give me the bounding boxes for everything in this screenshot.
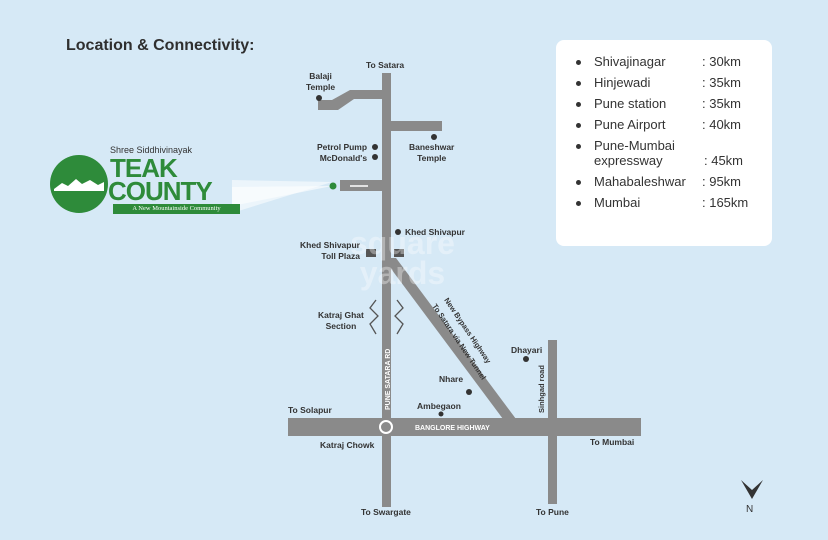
balaji-branch-road [318, 90, 384, 110]
ghat-zigzag [369, 299, 379, 335]
label-katraj-ghat: Katraj Ghat Section [318, 310, 364, 331]
north-arrow-icon [741, 480, 763, 499]
pune-satara-road [382, 73, 391, 507]
toll-plaza-marker [366, 249, 376, 257]
petrol-pump-dot [372, 144, 378, 150]
logo-name-line1: TEAK [110, 153, 178, 183]
logo-name-line2: COUNTY [108, 176, 213, 206]
dhayari-dot [523, 356, 529, 362]
pune-satara-road-label: PUNE SATARA RD [385, 349, 392, 410]
watermark: square yards [350, 225, 455, 291]
katraj-chowk-circle [379, 420, 393, 434]
khed-shivapur-dot [395, 229, 401, 235]
sinhgad-road-label: Sinhgad road [537, 365, 546, 413]
label-to-pune: To Pune [536, 507, 569, 517]
baneshwar-branch-road [390, 121, 442, 131]
list-item: Pune station: 35km [576, 96, 772, 111]
north-label: N [746, 504, 754, 515]
label-khed-shivapur: Khed Shivapur [405, 227, 465, 237]
logo-tagline: A New Mountainside Community [113, 204, 240, 214]
baneshwar-temple-dot [431, 134, 437, 140]
label-katraj-chowk: Katraj Chowk [320, 440, 375, 450]
label-baneshwar-temple: Baneshwar Temple [409, 142, 455, 163]
label-petrol-pump: Petrol Pump McDonald's [317, 142, 368, 163]
distances-list: Shivajinagar: 30km Hinjewadi: 35km Pune … [556, 40, 772, 210]
developer-name: Shree Siddhivinayak [110, 145, 193, 155]
teak-county-logo-icon [50, 155, 108, 213]
page-title: Location & Connectivity: [66, 37, 255, 54]
list-item: Mahabaleshwar: 95km [576, 174, 772, 189]
label-toll-plaza: Khed Shivapur Toll Plaza [300, 240, 360, 261]
label-to-satara: To Satara [366, 60, 405, 70]
list-item: Mumbai: 165km [576, 195, 772, 210]
nhare-dot [466, 389, 472, 395]
list-item: Pune-Mumbai expressway: 45km [576, 138, 772, 168]
label-balaji-temple: Balaji Temple [306, 71, 336, 92]
label-to-solapur: To Solapur [288, 405, 332, 415]
label-dhayari: Dhayari [511, 345, 543, 355]
project-location-dot [329, 182, 337, 190]
balaji-temple-dot [316, 95, 322, 101]
label-ambegaon: Ambegaon [417, 401, 461, 411]
list-item: Shivajinagar: 30km [576, 54, 772, 69]
list-item: Hinjewadi: 35km [576, 75, 772, 90]
distances-card: Shivajinagar: 30km Hinjewadi: 35km Pune … [556, 40, 772, 246]
banglore-highway-label: BANGLORE HIGHWAY [415, 425, 490, 432]
location-beam-core [232, 186, 332, 206]
label-to-swargate: To Swargate [361, 507, 411, 517]
ambegaon-dot [438, 411, 444, 417]
new-bypass-highway [383, 258, 516, 419]
mcdonalds-dot [372, 154, 378, 160]
label-nhare: Nhare [439, 374, 464, 384]
label-to-mumbai: To Mumbai [590, 437, 635, 447]
list-item: Pune Airport: 40km [576, 117, 772, 132]
banglore-highway [288, 418, 641, 436]
